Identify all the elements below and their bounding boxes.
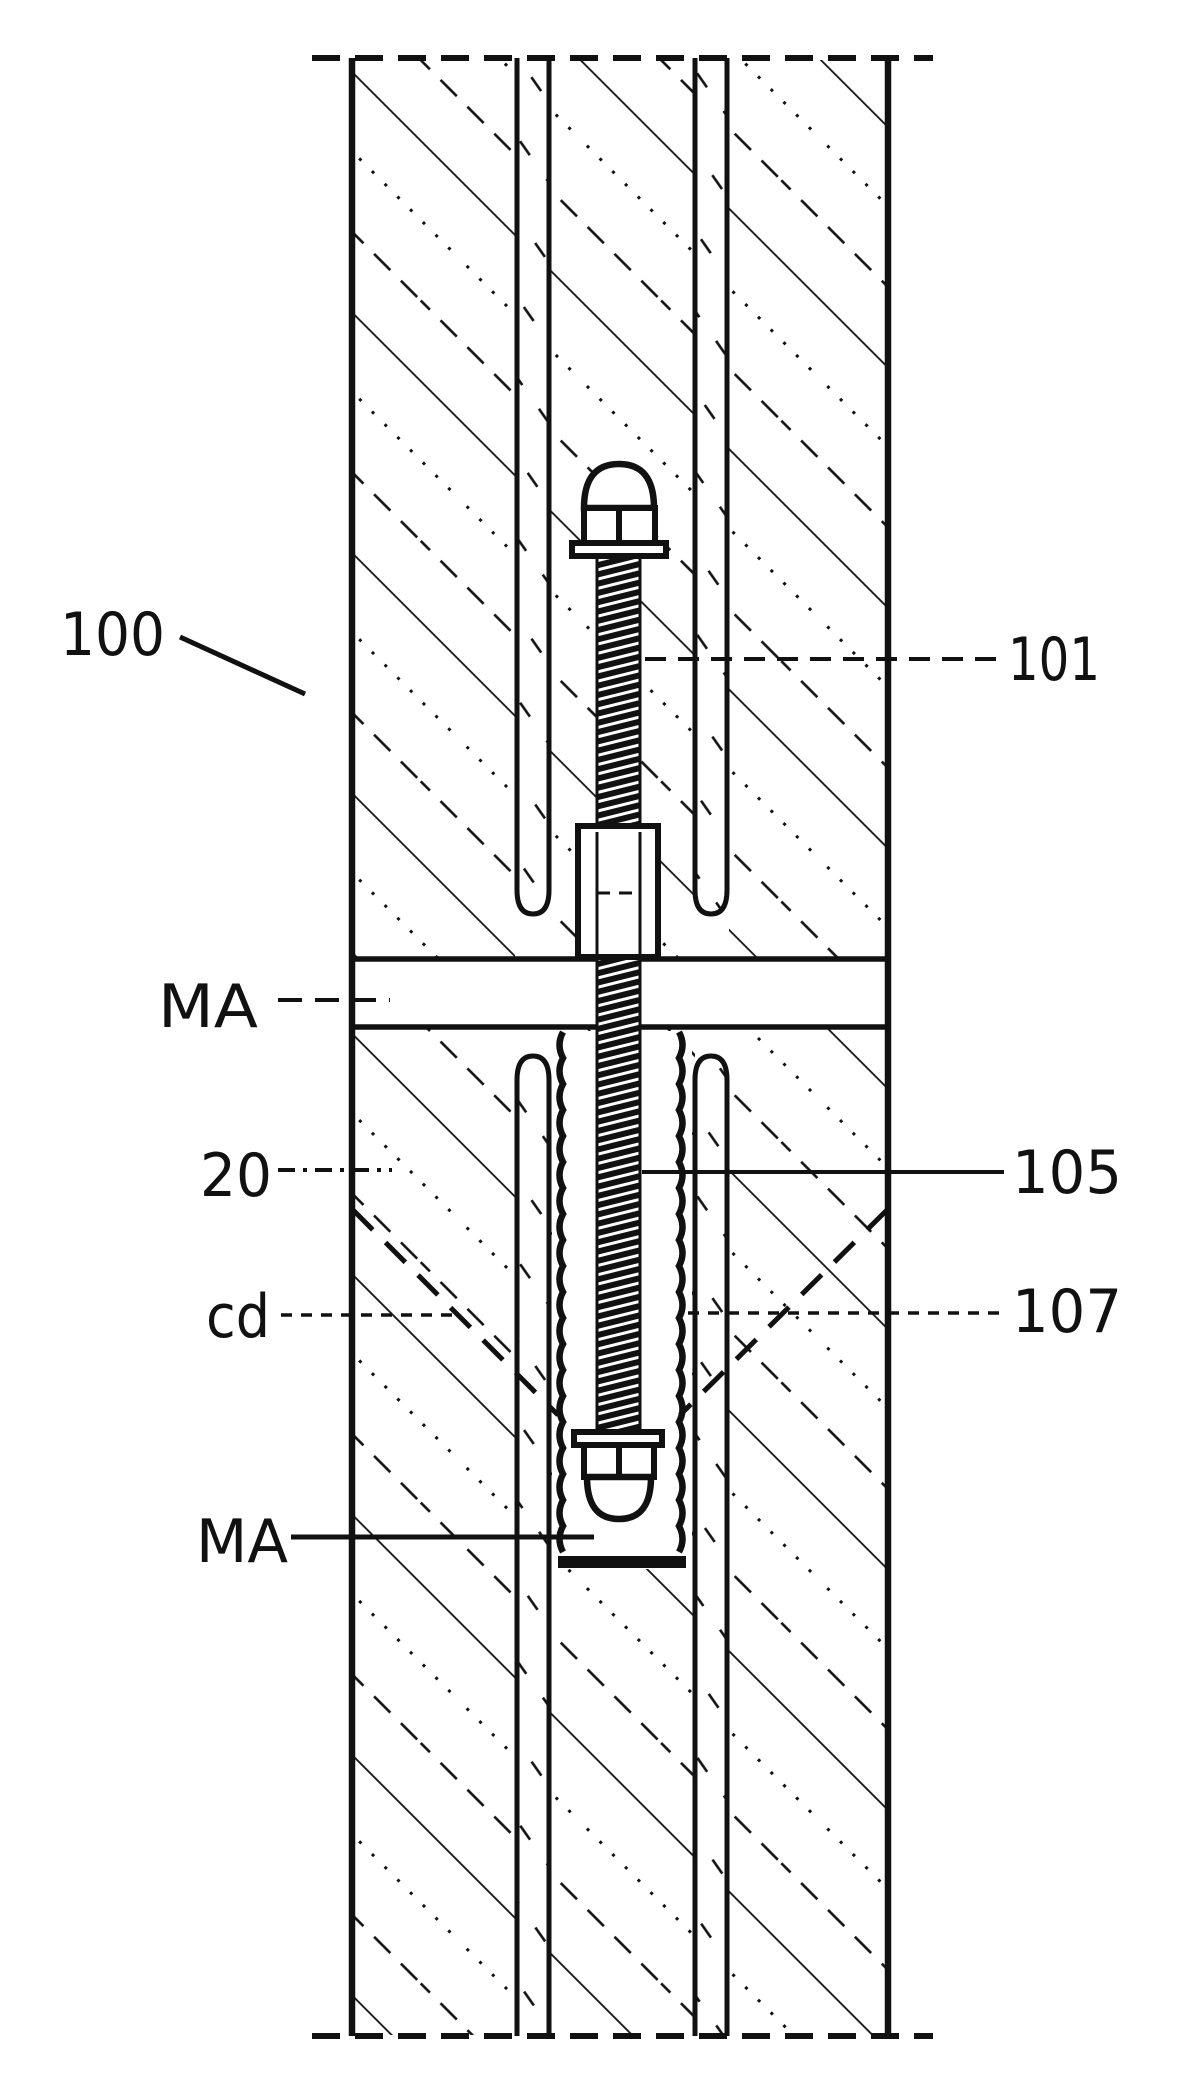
leader-100	[178, 634, 307, 697]
top-washer-flange	[569, 540, 669, 559]
hole-thread-right-wall	[675, 1030, 686, 1554]
wall-outline	[312, 55, 933, 2039]
upper-right-channel	[692, 58, 730, 917]
bottom-anchor-head	[571, 1429, 665, 1523]
bottom-dome-cap	[583, 1473, 655, 1523]
breakout-cone	[351, 1208, 889, 1417]
label-101: 101	[1008, 625, 1100, 695]
top-dome-cap	[580, 460, 658, 512]
leader-lines	[178, 634, 1004, 1540]
lower-left-channel	[514, 1053, 552, 2036]
label-ma-lower: MA	[196, 1507, 288, 1577]
label-100: 100	[60, 600, 165, 670]
hole-bottom	[558, 1556, 686, 1568]
threaded-rod-upper-segment	[595, 552, 642, 830]
label-ma-upper: MA	[158, 972, 258, 1042]
coupler-sleeve	[575, 823, 661, 960]
brick-perforation-channels	[514, 58, 730, 2036]
threaded-rod	[595, 552, 642, 1437]
label-107: 107	[1012, 1277, 1122, 1347]
label-cd: cd	[206, 1282, 270, 1352]
breakout-cone-left-line	[351, 1208, 560, 1417]
threaded-rod-lower-segment	[595, 955, 642, 1437]
top-bolt-head	[569, 460, 669, 559]
hole-thread-left-wall	[556, 1030, 567, 1554]
reference-labels: 100 101 MA 20 cd 105 107 MA	[60, 600, 1122, 1577]
breakout-cone-right-line	[678, 1208, 889, 1417]
lower-right-channel	[692, 1053, 730, 2036]
label-105: 105	[1012, 1138, 1122, 1208]
label-20: 20	[200, 1141, 272, 1211]
upper-left-channel	[514, 58, 552, 917]
